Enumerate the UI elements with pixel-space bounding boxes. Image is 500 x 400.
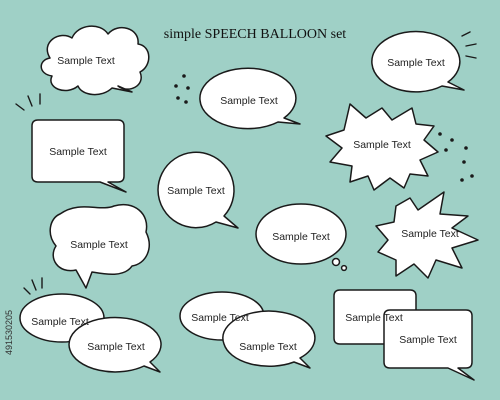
balloon-text-lower: Sample Text — [87, 341, 145, 353]
balloon-text: Sample Text — [353, 139, 411, 151]
balloon-text: Sample Text — [49, 146, 107, 158]
double-rectangle-balloon: Sample Text Sample Text — [333, 289, 475, 381]
balloon-text: Sample Text — [167, 185, 225, 197]
balloon-text: Sample Text — [57, 55, 115, 67]
oval-balloon-right: Sample Text — [371, 30, 465, 93]
balloon-text: Sample Text — [387, 57, 445, 69]
double-oval-balloon: Sample Text Sample Text — [19, 293, 162, 373]
balloon-text: Sample Text — [70, 239, 128, 251]
spiky-burst-balloon: Sample Text — [325, 103, 439, 191]
panel-title: simple SPEECH BALLOON set — [164, 27, 347, 42]
emphasis-lines-top-left — [15, 93, 41, 111]
balloon-text: Sample Text — [220, 95, 278, 107]
oval-balloon: Sample Text — [199, 67, 301, 130]
balloon-text: Sample Text — [272, 231, 330, 243]
wavy-balloon: Sample Text — [49, 203, 150, 289]
star-burst-balloon: Sample Text — [375, 191, 479, 279]
stock-id: 491530205 — [4, 310, 14, 355]
emphasis-lines-top-right — [461, 31, 477, 59]
double-overlap-oval-balloon: Sample Text Sample Text — [179, 291, 316, 369]
thought-oval-balloon: Sample Text — [255, 203, 348, 272]
balloon-text-upper: Sample Text — [31, 316, 89, 328]
balloon-text: Sample Text — [401, 228, 459, 240]
dots-right — [438, 132, 474, 182]
emphasis-lines-bottom-left — [23, 277, 43, 295]
balloon-text-lower: Sample Text — [399, 334, 457, 346]
dots-center — [174, 74, 190, 104]
circle-balloon: Sample Text — [157, 151, 239, 229]
balloon-text-upper: Sample Text — [191, 312, 249, 324]
balloon-text-upper: Sample Text — [345, 312, 403, 324]
balloon-text-lower: Sample Text — [239, 341, 297, 353]
cloud-balloon: Sample Text — [40, 25, 150, 96]
rectangle-balloon: Sample Text — [31, 119, 127, 193]
